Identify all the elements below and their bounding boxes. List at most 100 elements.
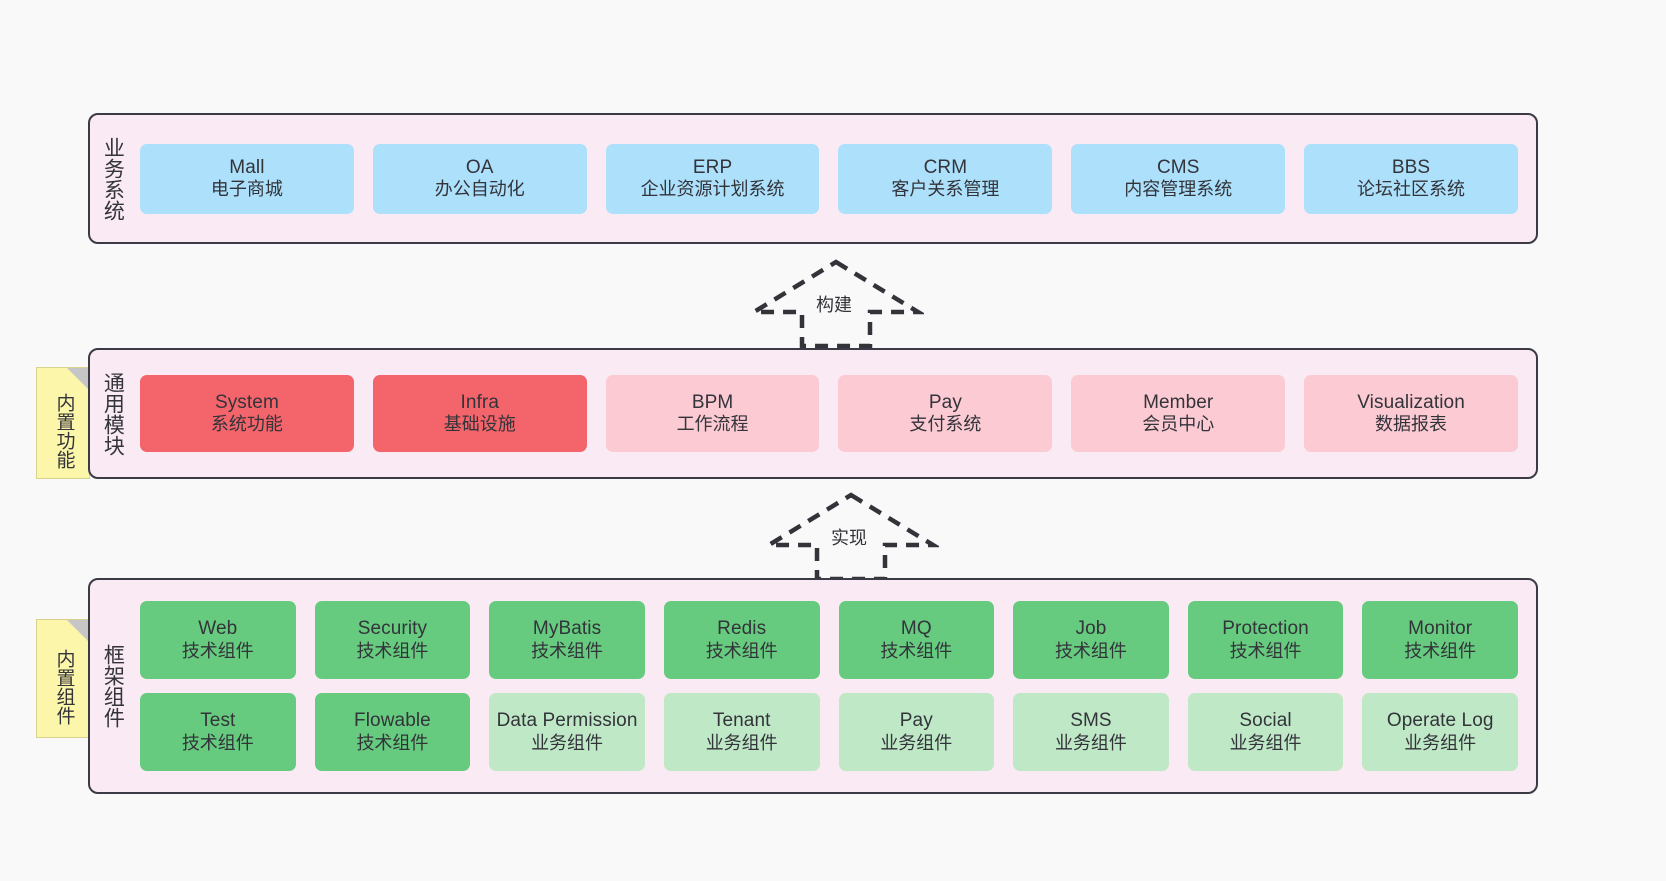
node-label-en: Data Permission [496, 710, 638, 732]
node-label-cn: 业务组件 [1054, 732, 1127, 753]
node-protection[interactable]: Protection 技术组件 [1187, 601, 1344, 679]
node-label-cn: 业务组件 [705, 732, 778, 753]
node-label-en: Visualization [1357, 391, 1465, 413]
node-label-cn: 业务组件 [1404, 732, 1477, 753]
layer-body-framework-component: Web 技术组件 Security 技术组件 MyBatis 技术组件 Redi… [134, 580, 1536, 792]
node-bpm[interactable]: BPM 工作流程 [605, 375, 820, 452]
node-label-cn: 技术组件 [705, 640, 778, 661]
node-label-cn: 电子商城 [210, 179, 283, 200]
node-infra[interactable]: Infra 基础设施 [372, 375, 587, 452]
node-label-cn: 论坛社区系统 [1357, 179, 1466, 200]
node-label-en: Mall [229, 156, 265, 178]
node-row: Mall 电子商城 OA 办公自动化 ERP 企业资源计划系统 CRM 客户关系… [140, 143, 1518, 214]
connector-build-label: 构建 [816, 295, 852, 315]
node-label-en: Operate Log [1386, 710, 1494, 732]
note-builtin-features: 内置功能 [36, 367, 90, 479]
node-label-cn: 业务组件 [880, 732, 953, 753]
node-label-cn: 技术组件 [531, 640, 604, 661]
layer-business-system: 业务系统 Mall 电子商城 OA 办公自动化 ERP 企业资源计划系统 CRM… [88, 113, 1538, 244]
node-label-en: SMS [1070, 710, 1112, 732]
node-label-cn: 技术组件 [181, 640, 254, 661]
node-label-en: BBS [1391, 156, 1431, 178]
node-row: Test 技术组件 Flowable 技术组件 Data Permission … [140, 693, 1518, 771]
node-label-cn: 技术组件 [880, 640, 953, 661]
node-crm[interactable]: CRM 客户关系管理 [838, 143, 1053, 214]
node-mybatis[interactable]: MyBatis 技术组件 [489, 601, 645, 679]
node-label-en: Tenant [712, 710, 771, 732]
node-label-en: Security [357, 618, 428, 640]
layer-framework-component: 框架组件 Web 技术组件 Security 技术组件 MyBatis 技术组件… [88, 578, 1538, 794]
node-label-cn: 技术组件 [1404, 640, 1477, 661]
connector-implement-label: 实现 [831, 528, 867, 548]
node-label-en: Protection [1222, 618, 1309, 640]
node-label-en: System [214, 391, 279, 413]
node-cms[interactable]: CMS 内容管理系统 [1071, 143, 1286, 214]
node-label-cn: 企业资源计划系统 [640, 179, 785, 200]
node-social[interactable]: Social 业务组件 [1187, 693, 1344, 771]
node-label-cn: 业务组件 [531, 732, 604, 753]
node-label-en: Member [1143, 391, 1214, 413]
node-job[interactable]: Job 技术组件 [1013, 601, 1169, 679]
node-flowable[interactable]: Flowable 技术组件 [314, 693, 471, 771]
node-label-cn: 内容管理系统 [1124, 179, 1233, 200]
node-data-permission[interactable]: Data Permission 业务组件 [489, 693, 645, 771]
node-label-en: MyBatis [532, 618, 602, 640]
node-row: System 系统功能 Infra 基础设施 BPM 工作流程 Pay 支付系统… [140, 375, 1518, 452]
node-label-cn: 业务组件 [1229, 732, 1302, 753]
layer-body-common-module: System 系统功能 Infra 基础设施 BPM 工作流程 Pay 支付系统… [134, 350, 1536, 477]
note-builtin-components: 内置组件 [36, 619, 90, 738]
node-erp[interactable]: ERP 企业资源计划系统 [605, 143, 820, 214]
layer-title-business-system: 业务系统 [101, 136, 125, 221]
node-oa[interactable]: OA 办公自动化 [372, 143, 587, 214]
node-label-en: Flowable [354, 710, 431, 732]
node-label-en: Social [1239, 710, 1292, 732]
node-label-en: Redis [717, 618, 767, 640]
node-operate-log[interactable]: Operate Log 业务组件 [1362, 693, 1518, 771]
node-row: Web 技术组件 Security 技术组件 MyBatis 技术组件 Redi… [140, 601, 1518, 679]
node-sms[interactable]: SMS 业务组件 [1013, 693, 1169, 771]
note-label: 内置组件 [53, 648, 75, 725]
node-label-cn: 技术组件 [1229, 640, 1302, 661]
node-label-en: Pay [928, 391, 962, 413]
node-label-en: MQ [900, 618, 932, 640]
node-label-en: ERP [692, 156, 733, 178]
node-test[interactable]: Test 技术组件 [140, 693, 296, 771]
node-security[interactable]: Security 技术组件 [314, 601, 471, 679]
layer-common-module: 通用模块 System 系统功能 Infra 基础设施 BPM 工作流程 Pay… [88, 348, 1538, 479]
node-pay-module[interactable]: Pay 支付系统 [838, 375, 1053, 452]
node-redis[interactable]: Redis 技术组件 [663, 601, 820, 679]
node-label-en: Pay [899, 710, 933, 732]
node-label-cn: 工作流程 [676, 414, 749, 435]
node-label-cn: 基础设施 [443, 414, 516, 435]
layer-body-business-system: Mall 电子商城 OA 办公自动化 ERP 企业资源计划系统 CRM 客户关系… [134, 115, 1536, 242]
node-label-cn: 办公自动化 [434, 179, 525, 200]
node-mall[interactable]: Mall 电子商城 [140, 143, 354, 214]
node-member[interactable]: Member 会员中心 [1071, 375, 1286, 452]
node-label-en: Infra [460, 391, 499, 413]
node-label-cn: 支付系统 [909, 414, 982, 435]
node-label-cn: 数据报表 [1375, 414, 1448, 435]
node-tenant[interactable]: Tenant 业务组件 [663, 693, 820, 771]
node-label-cn: 系统功能 [210, 414, 283, 435]
node-label-en: Monitor [1408, 618, 1473, 640]
node-visualization[interactable]: Visualization 数据报表 [1304, 375, 1518, 452]
node-label-en: CMS [1156, 156, 1200, 178]
node-system[interactable]: System 系统功能 [140, 375, 354, 452]
layer-title-framework-component: 框架组件 [101, 644, 125, 728]
node-label-cn: 会员中心 [1142, 414, 1215, 435]
node-monitor[interactable]: Monitor 技术组件 [1362, 601, 1518, 679]
node-label-en: Test [200, 710, 236, 732]
node-bbs[interactable]: BBS 论坛社区系统 [1304, 143, 1518, 214]
note-label: 内置功能 [53, 393, 75, 469]
node-mq[interactable]: MQ 技术组件 [838, 601, 995, 679]
node-label-cn: 技术组件 [1054, 640, 1127, 661]
node-pay-component[interactable]: Pay 业务组件 [838, 693, 995, 771]
node-label-cn: 技术组件 [356, 732, 429, 753]
node-label-cn: 客户关系管理 [891, 179, 1000, 200]
node-label-en: Web [198, 618, 238, 640]
layer-title-common-module: 通用模块 [101, 371, 125, 456]
node-label-cn: 技术组件 [181, 732, 254, 753]
node-web[interactable]: Web 技术组件 [140, 601, 296, 679]
node-label-en: OA [465, 156, 494, 178]
